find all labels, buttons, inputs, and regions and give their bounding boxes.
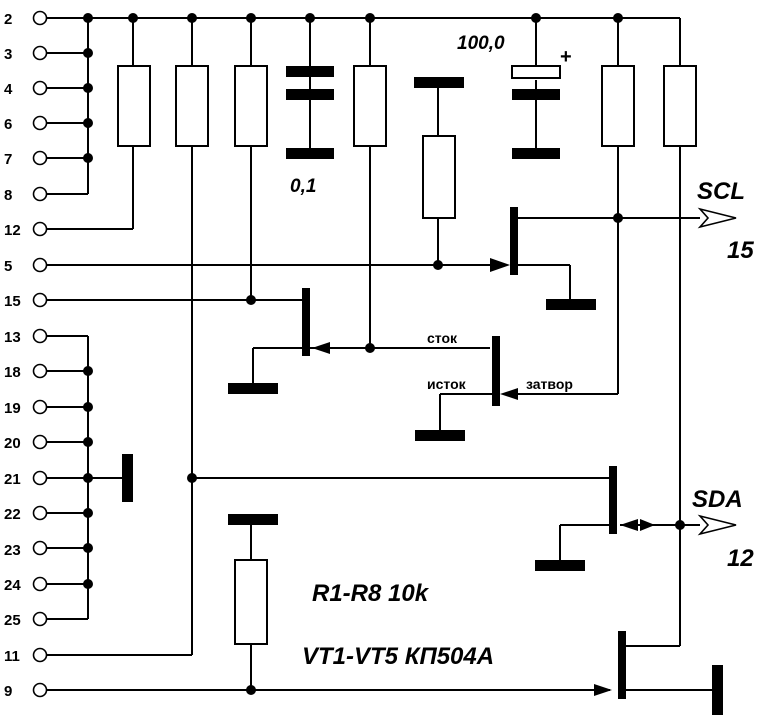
pin-circles [32,10,48,698]
capacitor-polarity-plus: + [560,46,572,68]
ground-bars [122,77,723,715]
sda-output-arrow [697,514,737,536]
source-label: исток [427,376,467,392]
pin-label-15: 15 [4,293,21,310]
transistors-note: VT1-VT5 КП504А [302,643,494,670]
gate-label: затвор [526,376,573,392]
resistor-r2 [175,65,209,147]
pin-label-24: 24 [4,577,21,594]
pin-label-22: 22 [4,506,21,523]
sda-label: SDA [692,486,743,513]
transistor-vt4 [609,466,617,534]
connector-pins: 2 3 4 6 7 8 12 5 15 13 18 19 20 21 22 23… [4,11,21,700]
pin-label-3: 3 [4,46,12,63]
resistor-r5 [353,65,387,147]
capacitor-small-value: 0,1 [290,176,316,197]
pin-label-2: 2 [4,11,12,28]
output-arrows [697,207,737,536]
scl-label: SCL [697,178,745,205]
capacitor-0-1 [286,66,334,159]
pin-label-25: 25 [4,612,21,629]
pin-label-11: 11 [4,648,20,665]
wires [47,17,712,691]
arrowheads [312,258,655,696]
transistor-vt2 [302,288,310,356]
resistors-note: R1-R8 10k [312,580,430,607]
scl-pin-number: 15 [727,237,754,264]
pin-label-9: 9 [4,683,12,700]
pin-label-19: 19 [4,400,21,417]
pin-label-7: 7 [4,151,12,168]
resistors [117,65,697,645]
scl-output-arrow [697,207,737,229]
junction-dots [83,13,685,695]
transistor-vt3 [492,336,500,406]
pin-label-23: 23 [4,542,21,559]
pin-label-5: 5 [4,258,12,275]
capacitor-electrolytic [511,65,561,159]
resistor-r8 [663,65,697,147]
resistor-r1 [117,65,151,147]
transistors [302,207,626,699]
pin-label-8: 8 [4,187,12,204]
sda-pin-number: 12 [727,545,754,572]
pin-label-20: 20 [4,435,21,452]
resistor-r3 [234,65,268,147]
pin-label-6: 6 [4,116,12,133]
pin-label-12: 12 [4,222,21,239]
drain-label: сток [427,330,458,346]
capacitor-electrolytic-value: 100,0 [457,33,505,54]
resistor-r6 [234,559,268,645]
transistor-vt5 [618,631,626,699]
pin-label-21: 21 [4,471,21,488]
pin-label-18: 18 [4,364,21,381]
pin-label-4: 4 [4,81,13,98]
pin-label-13: 13 [4,329,21,346]
transistor-vt1 [510,207,518,275]
resistor-r7 [601,65,635,147]
resistor-r4 [422,135,456,219]
